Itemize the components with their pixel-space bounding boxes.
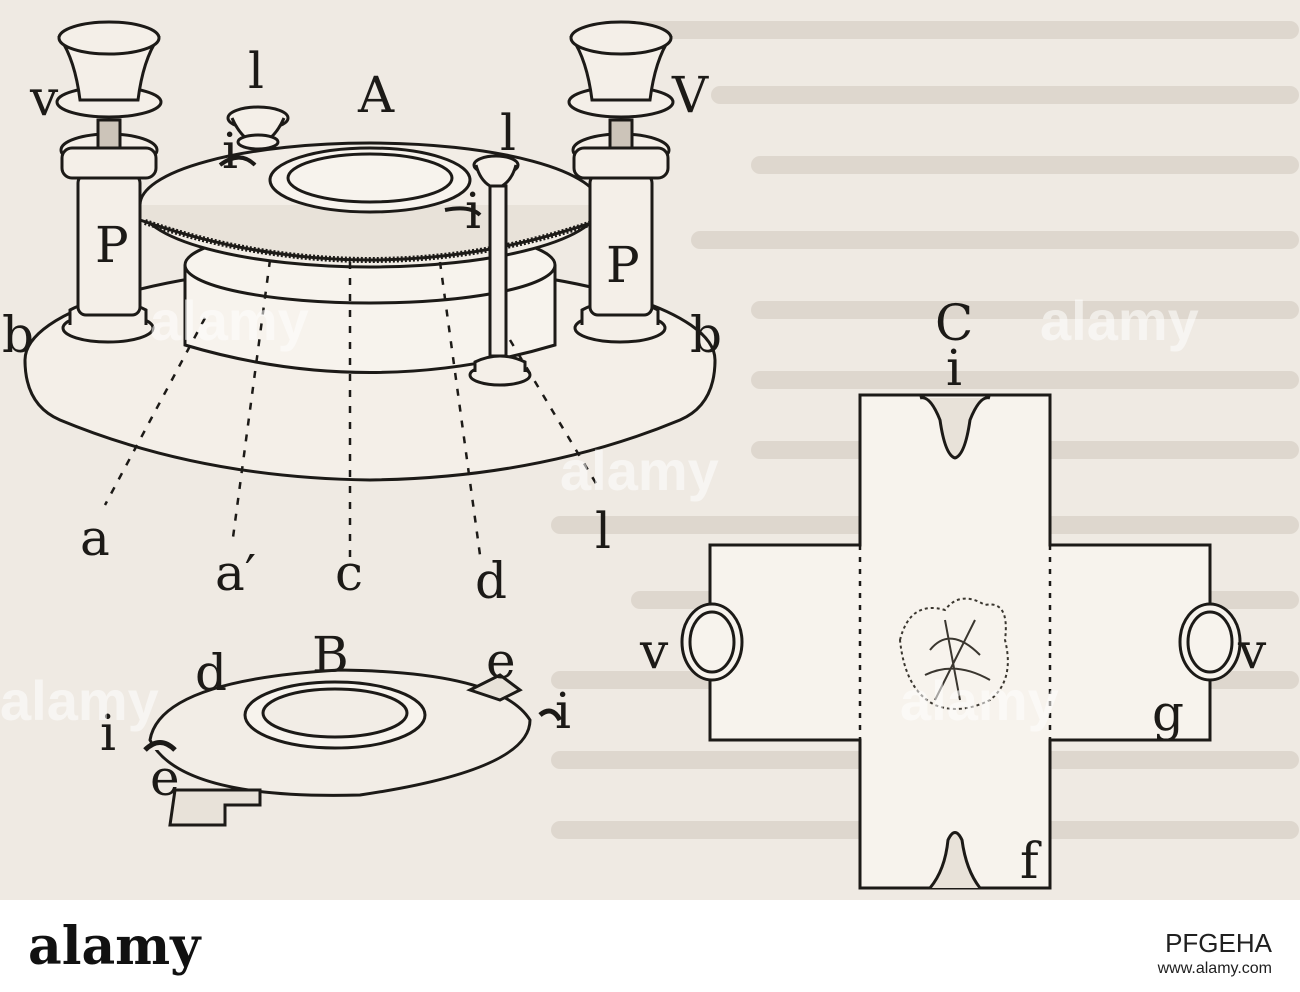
label-V-right: V [671, 66, 709, 124]
label-l-bottom: l [595, 502, 611, 560]
label-e-top: e [486, 632, 516, 690]
label-i-left: i [222, 122, 238, 180]
watermark-text-1: alamy [150, 289, 309, 352]
specimen [898, 597, 1009, 710]
figure-c-slide [680, 393, 1242, 890]
label-a-prime: a′ [215, 544, 256, 602]
figure-a-apparatus [23, 141, 717, 482]
watermark: alamy alamy alamy alamy alamy [0, 289, 1199, 732]
watermark-text-2: alamy [560, 439, 719, 502]
label-e-bottom: e [150, 749, 180, 807]
knob-l-left [226, 105, 290, 151]
label-i-right: i [465, 182, 481, 240]
site-url[interactable]: www.alamy.com [1157, 960, 1272, 977]
stage-ring-inner [286, 152, 454, 204]
watermark-text-5: alamy [900, 669, 1059, 732]
stock-footer: alamy PFGEHA www.alamy.com [0, 900, 1300, 992]
label-v-c-left: v [639, 622, 669, 680]
clip-rod-l [468, 154, 532, 387]
label-b-right: b [690, 306, 722, 364]
plate-b-ring-inner [261, 687, 409, 739]
label-A: A [357, 66, 395, 124]
scanned-figure: v l A i l i V P P b b a a′ c d l C i d B… [0, 0, 1300, 900]
figure-labels: v l A i l i V P P b b a a′ c d l C i d B… [2, 42, 1267, 890]
watermark-text-4: alamy [0, 669, 159, 732]
label-p-left: P [95, 216, 129, 274]
label-c: c [335, 544, 363, 602]
alamy-logo: alamy [28, 916, 202, 977]
label-d-a: d [475, 552, 507, 610]
label-a: a [80, 509, 110, 567]
label-v-left: v [29, 69, 59, 127]
watermark-text-3: alamy [1040, 289, 1199, 352]
leader-lines [103, 259, 602, 560]
left-pillar [55, 20, 163, 344]
label-i-c: i [946, 339, 962, 397]
notch-top [919, 396, 991, 460]
alamy-logo-text: alamy [28, 916, 202, 977]
label-l-top-right: l [500, 104, 516, 162]
label-i-b-right: i [555, 682, 571, 740]
label-b-left: b [2, 306, 34, 364]
notch-bottom [928, 831, 982, 889]
label-C: C [935, 294, 973, 352]
label-l-top-left: l [248, 42, 264, 100]
figure-b-plate [143, 668, 563, 827]
figure-drawing: v l A i l i V P P b b a a′ c d l C i d B… [0, 20, 1299, 890]
label-B: B [312, 626, 349, 684]
label-g: g [1152, 684, 1184, 742]
label-v-c-right: v [1237, 622, 1267, 680]
label-f: f [1020, 832, 1042, 890]
image-id: PFGEHA [1165, 928, 1272, 958]
label-p-right: P [606, 236, 640, 294]
label-i-b-left: i [100, 704, 116, 762]
label-d-b: d [195, 644, 227, 702]
right-pillar [567, 20, 675, 344]
